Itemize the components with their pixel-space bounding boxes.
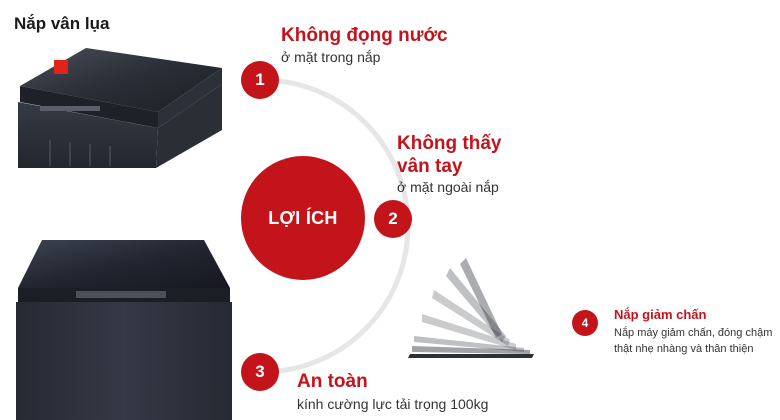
soft-close-lid-image	[408, 258, 534, 358]
washer-front-image	[16, 240, 232, 420]
washer-lid-closeup-image	[18, 48, 222, 168]
benefits-hub: LỢI ÍCH	[241, 156, 365, 280]
benefit-2-desc: ở mặt ngoài nắp	[397, 179, 499, 195]
benefit-2-number: 2	[374, 200, 412, 238]
benefit-2-title-line2: vân tay	[397, 156, 463, 177]
benefit-1-desc: ở mặt trong nắp	[281, 49, 381, 65]
benefit-4-title: Nắp giảm chấn	[614, 307, 707, 322]
benefit-1-title: Không đọng nước	[281, 25, 448, 46]
marker-square	[54, 60, 68, 74]
benefit-3-title: An toàn	[297, 371, 368, 392]
benefit-2-title-line1: Không thấy	[397, 133, 502, 154]
benefit-3-number: 3	[241, 353, 279, 391]
benefit-1-number: 1	[241, 61, 279, 99]
benefit-3-desc: kính cường lực tải trọng 100kg	[297, 396, 489, 412]
section-title: Nắp vân lụa	[14, 14, 110, 33]
benefit-4-desc-line1: Nắp máy giảm chấn, đóng chậm	[614, 327, 773, 339]
benefit-4-desc-line2: thật nhẹ nhàng và thân thiện	[614, 343, 754, 355]
benefit-4-number: 4	[572, 310, 598, 336]
